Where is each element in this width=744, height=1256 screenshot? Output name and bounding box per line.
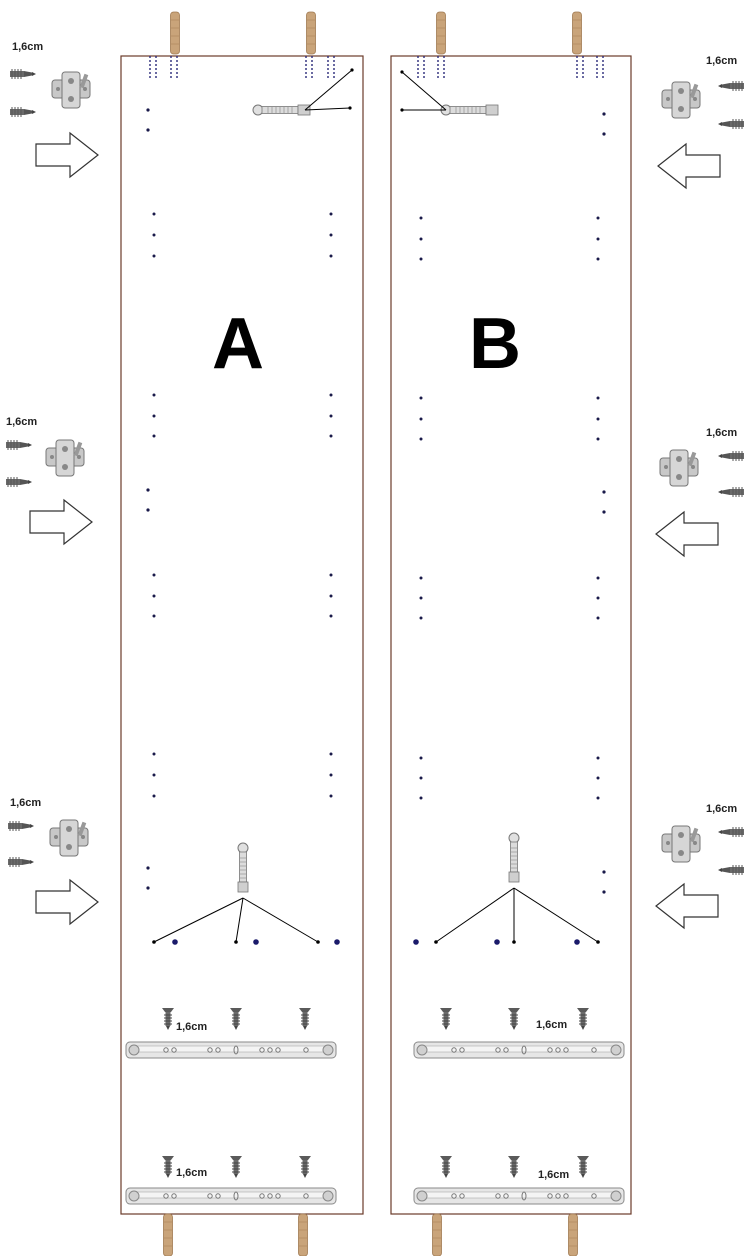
right-hinge-callout-1: 1,6cm (657, 55, 744, 189)
screw-icon (5, 439, 33, 451)
hinge-hole-group (602, 112, 606, 894)
screw-icon (9, 68, 37, 80)
screw-icon (7, 856, 35, 868)
screw-icon (717, 864, 744, 876)
screw-length-label: 1,6cm (706, 55, 737, 67)
screw-icon (9, 106, 37, 118)
drawer-runner-icon (125, 1187, 337, 1205)
shelf-pin-holes (152, 212, 333, 798)
screw-icon (7, 820, 35, 832)
cam-holes (413, 939, 600, 945)
pointer-line (401, 71, 447, 111)
screw-length-label: 1,6cm (176, 1021, 207, 1033)
hole (400, 108, 404, 112)
screw-length-label: 1,6cm (12, 41, 43, 53)
pointer-line (153, 897, 319, 943)
screw-length-label: 1,6cm (10, 797, 41, 809)
hinge-plate-icon (661, 825, 701, 863)
arrow-icon (657, 143, 721, 189)
shelf-pin-holes (419, 216, 600, 800)
hinge-plate-icon (45, 439, 85, 477)
cam-bolt-icon (440, 104, 499, 116)
screw-length-label: 1,6cm (706, 427, 737, 439)
screw-length-label: 1,6cm (536, 1019, 567, 1031)
cam-holes (152, 939, 340, 945)
left-hinge-callout-2: 1,6cm (5, 416, 93, 545)
screw-length-label: 1,6cm (538, 1169, 569, 1181)
cam-bolt-icon (237, 842, 249, 893)
dowel-icon (298, 1213, 308, 1256)
dowel-icon (436, 11, 446, 55)
right-hinge-callout-3: 1,6cm (655, 803, 744, 929)
right-hinge-callout-2: 1,6cm (655, 427, 744, 557)
hole (348, 106, 352, 110)
dowel-icon (306, 11, 316, 55)
hinge-hole-group (146, 108, 150, 890)
left-hinge-callout-3: 1,6cm (7, 797, 99, 925)
arrow-icon (35, 879, 99, 925)
screw-length-label: 1,6cm (176, 1167, 207, 1179)
drawer-runner-icon (125, 1041, 337, 1059)
panel-b: B (390, 11, 632, 1256)
panel-a-outline (120, 55, 364, 1215)
screw-icon (5, 476, 33, 488)
dowel-icon (432, 1213, 442, 1256)
cam-bolt-icon (508, 832, 520, 883)
hinge-plate-icon (661, 81, 701, 119)
hole (350, 68, 354, 72)
dowel-icon (572, 11, 582, 55)
pointer-line (435, 887, 599, 943)
panel-b-outline (390, 55, 632, 1215)
screw-icon (717, 486, 744, 498)
screw-length-label: 1,6cm (706, 803, 737, 815)
dowel-icon (170, 11, 180, 55)
panel-a-label: A (212, 304, 264, 384)
pointer-line (304, 69, 353, 111)
panel-b-label: B (469, 304, 521, 384)
drawer-runner-icon (413, 1187, 625, 1205)
hole (400, 70, 404, 74)
hinge-plate-icon (49, 819, 89, 857)
cam-bolt-icon (252, 104, 311, 116)
panel-a: A (120, 11, 364, 1256)
hinge-plate-icon (659, 449, 699, 487)
arrow-icon (35, 132, 99, 178)
dowel-icon (568, 1213, 578, 1256)
screw-icon (717, 118, 744, 130)
dowel-icon (163, 1213, 173, 1256)
screw-icon (717, 450, 744, 462)
arrow-icon (29, 499, 93, 545)
arrow-icon (655, 883, 719, 929)
screw-icon (717, 826, 744, 838)
screw-length-label: 1,6cm (6, 416, 37, 428)
arrow-icon (655, 511, 719, 557)
drawer-runner-icon (413, 1041, 625, 1059)
screw-icon (717, 80, 744, 92)
left-hinge-callout-1: 1,6cm (9, 41, 99, 178)
hinge-plate-icon (51, 71, 91, 109)
